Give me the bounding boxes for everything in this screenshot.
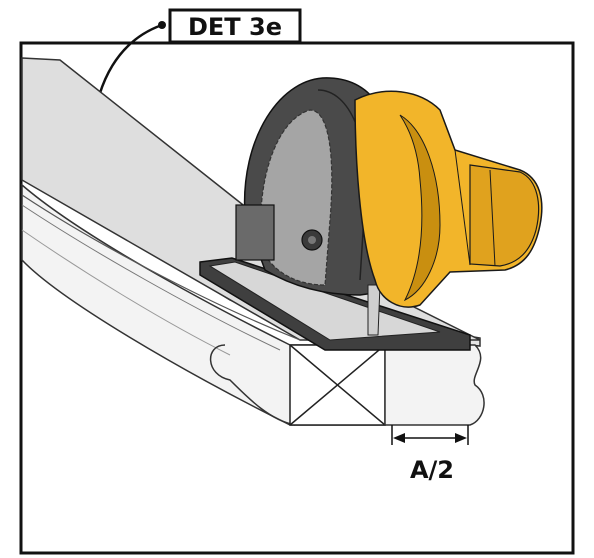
- dimension-arrow-left: [393, 433, 405, 443]
- saw-motor-shading: [399, 114, 441, 302]
- circular-saw: [199, 77, 543, 351]
- cut-section-diagonal-2: [289, 344, 386, 426]
- detail-label: DET 3e: [188, 13, 282, 41]
- dimension-label: A/2: [410, 456, 454, 484]
- dimension-arrow-right: [455, 433, 467, 443]
- board-groove-line-3: [21, 229, 231, 356]
- dimension-a-half: A/2: [391, 425, 469, 484]
- board-end-profile: [209, 344, 296, 426]
- board-groove-line-2: [21, 204, 281, 351]
- board-groove-line-1: [21, 194, 301, 341]
- saw-motor-end-cap: [469, 164, 540, 267]
- board-offcut: [384, 344, 485, 426]
- detail-label-box: [168, 8, 302, 44]
- saw-base-plate-top: [208, 261, 441, 341]
- blade-bolt-center: [308, 236, 316, 244]
- saw-motor-seam-2: [489, 169, 496, 267]
- saw-depth-bracket: [235, 204, 275, 261]
- board-upper-surface: [21, 57, 481, 341]
- saw-riving-knife: [367, 284, 381, 336]
- saw-motor-seam-1: [454, 149, 471, 266]
- saw-motor-seam-3: [439, 109, 456, 151]
- molding-board: [21, 57, 485, 426]
- detail-callout: DET 3e: [84, 8, 302, 158]
